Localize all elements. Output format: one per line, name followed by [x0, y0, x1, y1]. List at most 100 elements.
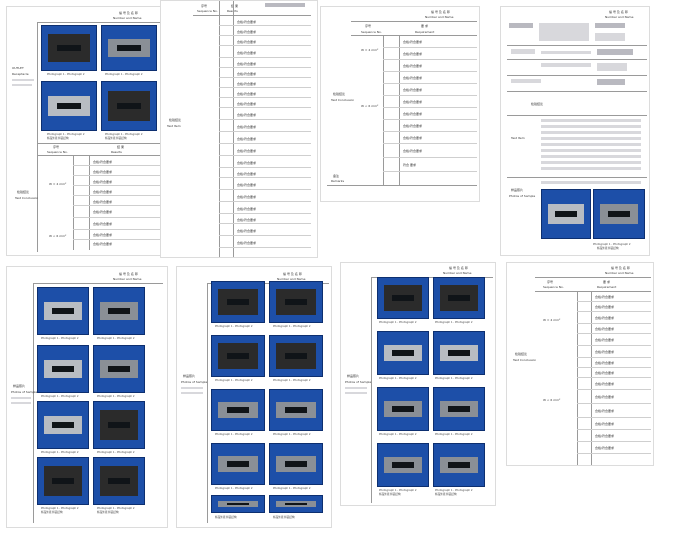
sample-photo: [269, 495, 323, 513]
result-cell: 符合 要求: [403, 163, 416, 167]
result-cell: 合格/符合要求: [403, 52, 423, 56]
photo-caption: Photograph 1 - Photograph 2: [379, 489, 417, 492]
photo-caption: Photograph 1 - Photograph 2: [273, 325, 311, 328]
result-cell: 合格/符合要求: [595, 409, 615, 413]
sample-photo: [41, 25, 97, 71]
col-header: Results: [111, 150, 122, 154]
result-cell: 合格/符合要求: [93, 160, 113, 164]
photo-caption: Photograph 1 - Photograph 2: [379, 433, 417, 436]
col-header: Sequence No.: [543, 285, 564, 289]
document-page-2: 序号 Sequence No. 结 果 Results Test Item 检验…: [160, 0, 318, 258]
result-cell: 合格/符合要求: [403, 112, 423, 116]
result-cell: 合格/符合要求: [237, 113, 257, 117]
side-label: OUTLET: [12, 66, 24, 70]
photo-caption: Photograph 1 - Photograph 2: [215, 487, 253, 490]
sample-photo: [93, 345, 145, 393]
sample-photo: [269, 389, 323, 431]
side-label: Test Conclusion: [513, 358, 537, 362]
result-cell: 合格/符合要求: [403, 100, 423, 104]
result-cell: 合格/符合要求: [93, 233, 113, 237]
photo-caption: Photograph 1 - Photograph 2: [215, 379, 253, 382]
page-subheader: Number and Name: [605, 271, 634, 275]
photo-caption: Photograph 1 - Photograph 2: [379, 321, 417, 324]
col-header: Results: [227, 10, 238, 13]
col-header: 序号: [365, 24, 372, 28]
photo-caption: Photograph 1 - Photograph 2: [273, 487, 311, 490]
result-cell: 合格/符合要求: [93, 200, 113, 204]
side-label: Photos of Sample: [11, 390, 38, 394]
result-cell: 合格/符合要求: [595, 422, 615, 426]
page-header: 编 号 及 名 称: [283, 272, 302, 276]
page-header: 编 号 及 名 称: [119, 272, 138, 276]
side-label: Test Item: [511, 136, 525, 140]
result-cell: 合格/符合要求: [403, 40, 423, 44]
row-label: 备注: [333, 174, 340, 178]
photo-caption: Photograph 1 - Photograph 2: [273, 433, 311, 436]
sample-photo: [377, 331, 429, 375]
sample-photo: [37, 345, 89, 393]
photo-caption: Photograph 1 - Photograph 2: [593, 243, 631, 246]
side-label: 检验结论: [333, 92, 346, 96]
photo-caption: Photograph 1 - Photograph 2: [105, 133, 143, 136]
result-cell: 合格/符合要求: [237, 161, 257, 165]
side-label: Test Conclusion: [331, 98, 355, 102]
result-cell: 合格/符合要求: [403, 124, 423, 128]
page-subheader: Number and Name: [113, 277, 142, 281]
side-label: 样品照片: [13, 384, 26, 388]
sample-photo: [541, 189, 591, 239]
sample-photo: [377, 443, 429, 487]
result-cell: 合格/符合要求: [237, 229, 257, 233]
row-label: W < 6 mm²: [49, 234, 67, 238]
sample-photo: [269, 443, 323, 485]
result-cell: 合格/符合要求: [237, 92, 257, 96]
row-label: W = 4 mm²: [543, 318, 561, 322]
photo-caption: 样品外观 样品结构: [105, 137, 127, 140]
document-page-8: 编 号 及 名 称 Number and Name 序号 要 求 Sequenc…: [506, 262, 654, 466]
result-cell: 合格/符合要求: [237, 207, 257, 211]
result-cell: 合格/符合要求: [595, 327, 615, 331]
result-cell: 合格/符合要求: [237, 125, 257, 129]
result-cell: 合格/符合要求: [403, 76, 423, 80]
col-header: Sequence No.: [361, 30, 382, 34]
result-cell: 合格/符合要求: [403, 136, 423, 140]
sample-photo: [37, 401, 89, 449]
result-cell: 合格/符合要求: [595, 434, 615, 438]
page-subheader: Number and Name: [443, 271, 472, 275]
side-label: Receptacle: [12, 72, 29, 76]
side-label: Photos of Sample: [345, 380, 372, 384]
document-page-4: 编 号 及 名 称 Number and Name 检验结论 Test Item…: [500, 6, 650, 256]
section-label: 检验结论: [531, 102, 544, 106]
page-subheader: Number and Name: [113, 16, 142, 20]
photo-caption: Photograph 1 - Photograph 2: [41, 337, 79, 340]
sample-photo: [37, 287, 89, 335]
col-header: 结 果: [117, 145, 124, 149]
document-page-6: 编 号 及 名 称 Number and Name 样品照片 Photos of…: [176, 266, 332, 528]
page-header: 编 号 及 名 称: [449, 266, 468, 270]
sample-photo: [433, 331, 485, 375]
sample-photo: [93, 401, 145, 449]
page-subheader: Number and Name: [277, 277, 306, 281]
result-cell: 合格/符合要求: [237, 172, 257, 176]
photo-caption: Photograph 1 - Photograph 2: [273, 379, 311, 382]
sample-photo: [377, 387, 429, 431]
result-cell: 合格/符合要求: [237, 40, 257, 44]
document-page-7: 编 号 及 名 称 Number and Name 样品照片 Photos of…: [340, 262, 496, 506]
result-cell: 合格/符合要求: [403, 88, 423, 92]
sample-photo: [211, 495, 265, 513]
side-label: 样品照片: [347, 374, 360, 378]
photo-caption: Photograph 1 - Photograph 2: [105, 73, 143, 76]
photo-caption: Photograph 1 - Photograph 2: [435, 377, 473, 380]
photo-caption: Photograph 1 - Photograph 2: [41, 507, 79, 510]
result-cell: 合格/符合要求: [237, 30, 257, 34]
photo-caption: Photograph 1 - Photograph 2: [97, 507, 135, 510]
sample-photo: [93, 287, 145, 335]
result-cell: 合格/符合要求: [237, 149, 257, 153]
result-cell: 合格/符合要求: [595, 295, 615, 299]
col-header: 序号: [53, 145, 60, 149]
photo-caption: Photograph 1 - Photograph 2: [379, 377, 417, 380]
photo-caption: Photograph 1 - Photograph 2: [97, 395, 135, 398]
photo-caption: Photograph 1 - Photograph 2: [97, 451, 135, 454]
result-cell: 合格/符合要求: [403, 64, 423, 68]
document-page-1: 编 号 及 名 称 Number and Name Photograph 1 -…: [6, 6, 168, 256]
side-label: 样品照片: [511, 188, 524, 192]
